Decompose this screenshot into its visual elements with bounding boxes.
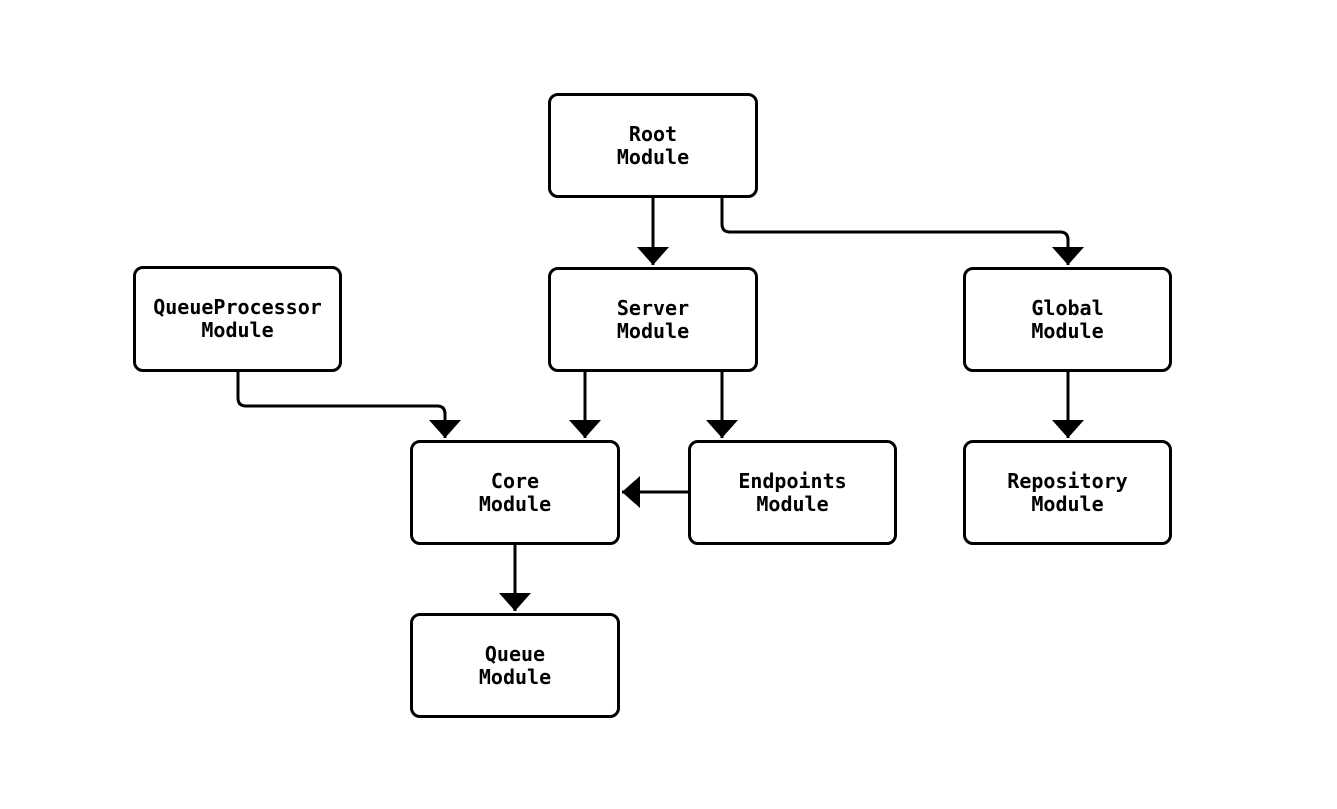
node-label-line: Module: [756, 491, 829, 516]
edges-group: [236, 198, 1084, 611]
node-label-line: Queue: [484, 641, 546, 666]
node-label-line: Module: [1031, 491, 1104, 516]
edge-queueprocessor-module-to-core-module: [236, 372, 461, 438]
node-label-line: QueueProcessor: [153, 295, 322, 319]
node-label-line: Server: [616, 295, 690, 320]
node-label-line: Module: [478, 664, 552, 689]
node-label-line: Core: [490, 468, 540, 493]
node-label-line: Module: [1031, 318, 1104, 343]
node-label-line: Global: [1031, 295, 1104, 320]
node-label-line: Module: [616, 318, 690, 343]
edge-root-module-to-global-module: [720, 198, 1084, 265]
node-label-line: Module: [201, 318, 274, 342]
node-label-line: Root: [628, 121, 678, 146]
node-label-line: Endpoints: [738, 468, 847, 493]
node-label-line: Repository: [1007, 468, 1128, 493]
node-label-line: Module: [478, 491, 552, 516]
node-label-line: Module: [616, 144, 690, 169]
